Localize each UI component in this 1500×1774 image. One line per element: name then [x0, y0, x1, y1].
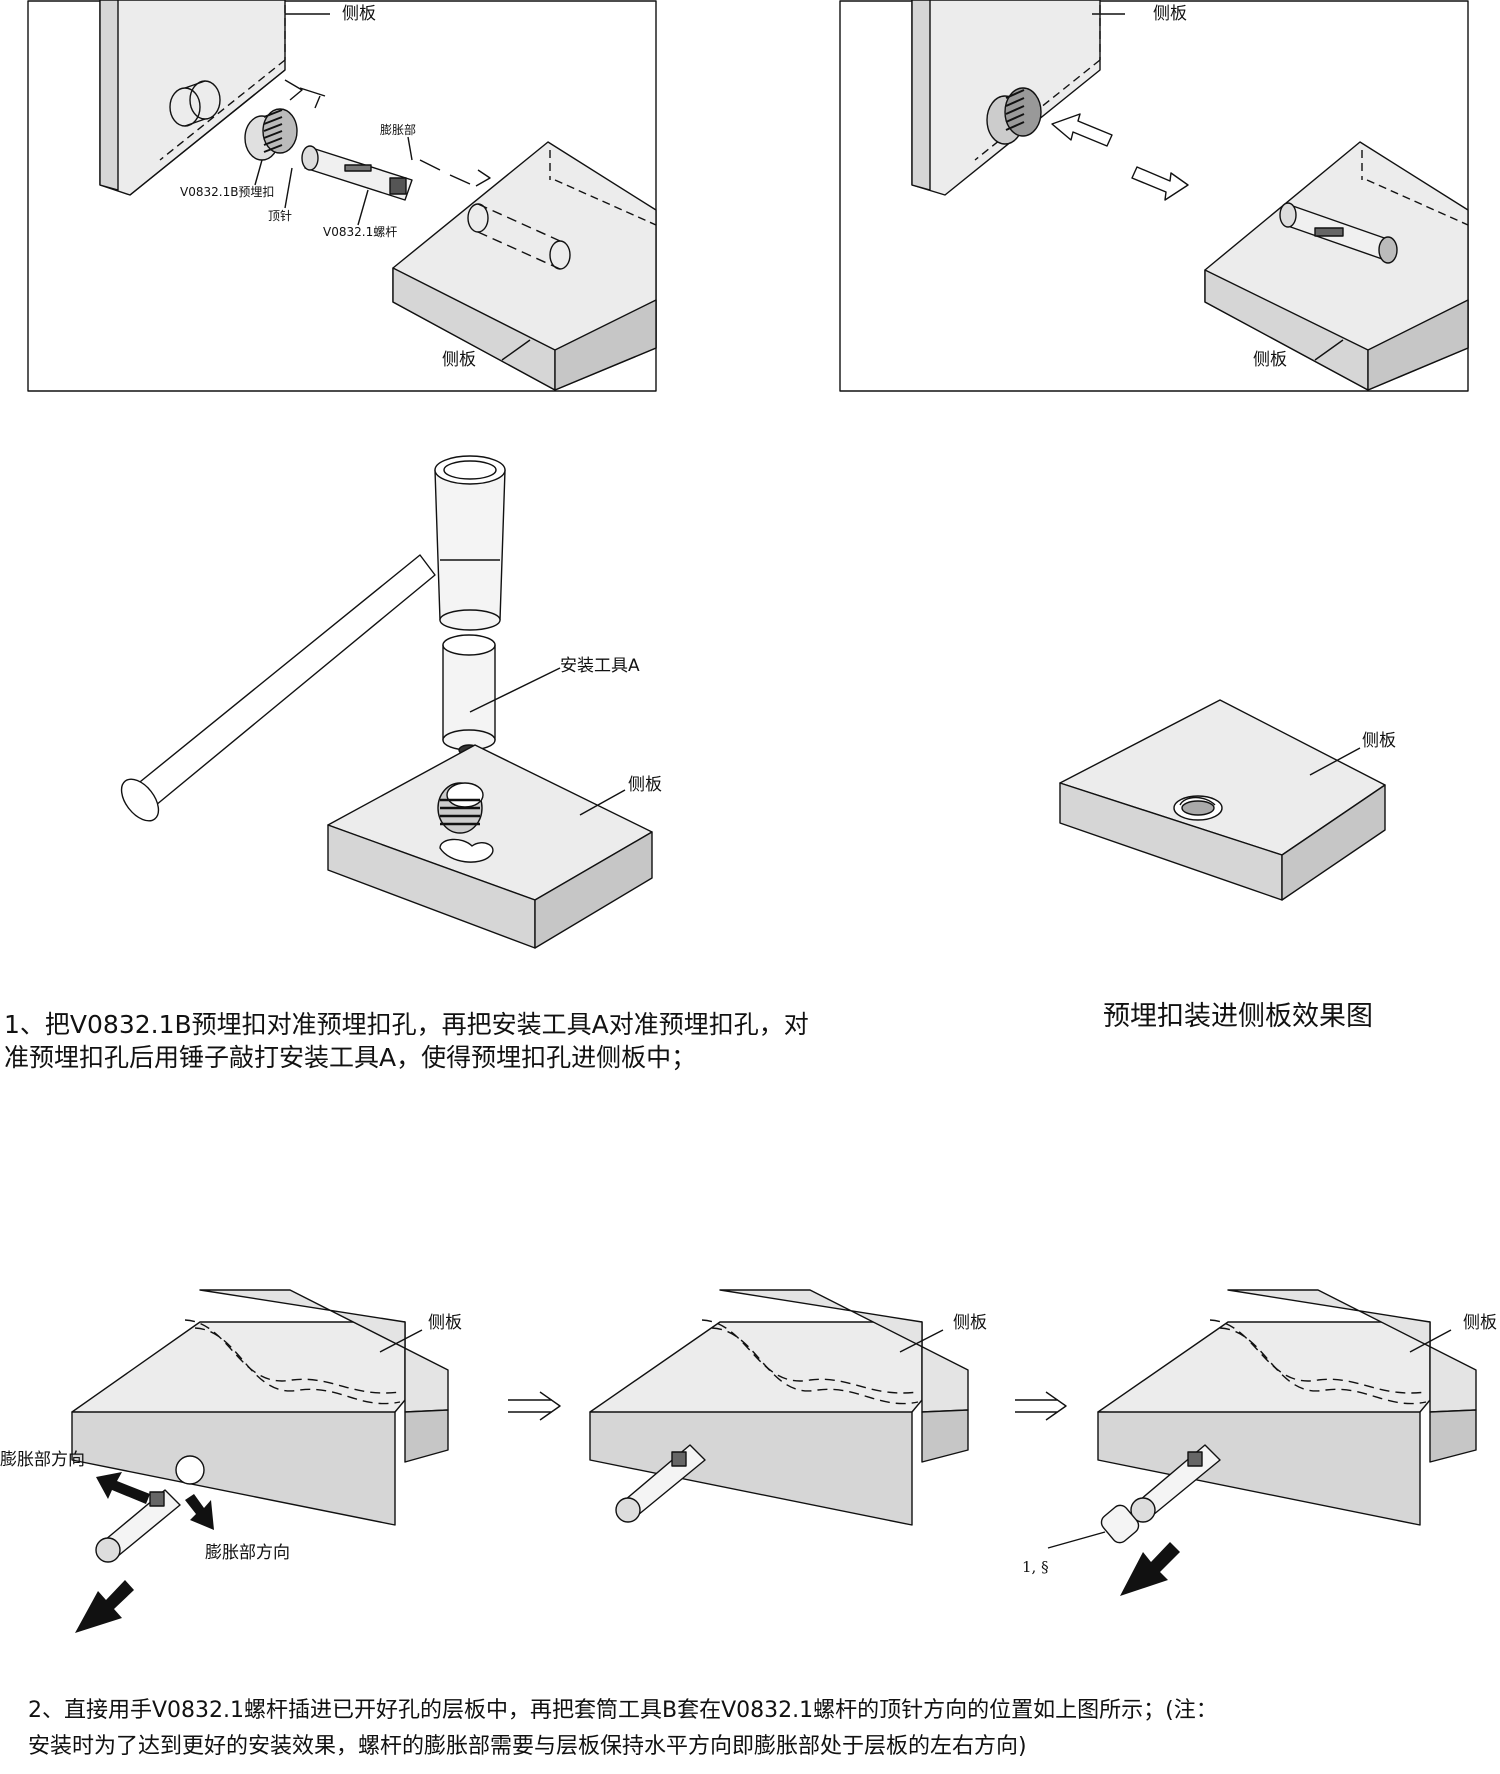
result-title: 预埋扣装进侧板效果图 [1103, 1001, 1373, 1032]
sleeve-tool-b [1047, 1504, 1140, 1549]
label-side-panel-p1-top: 侧板 [342, 4, 376, 24]
screw-rod-illustration-1 [301, 145, 413, 201]
leaders-panel-1 [254, 13, 531, 361]
process-arrow-1 [508, 1391, 561, 1421]
label-side-panel-result: 侧板 [1362, 731, 1396, 751]
step2-line1: 2、直接用手V0832.1螺杆插进已开好孔的层板中，再把套筒工具B套在V0832… [28, 1698, 1218, 1723]
label-screw-rod-p1: V0832.1螺杆 [323, 225, 398, 239]
vertical-side-board-1 [99, 0, 286, 196]
horizontal-shelf-board-2 [1204, 141, 1469, 391]
step2-caption: 2、直接用手V0832.1螺杆插进已开好孔的层板中，再把套筒工具B套在V0832… [28, 1693, 1488, 1765]
screw-rod-b2 [615, 1444, 706, 1523]
result-board [1059, 699, 1386, 901]
shelf-board-b2 [589, 1289, 969, 1526]
label-side-panel-b1: 侧板 [428, 1313, 462, 1333]
label-side-panel-hammer: 侧板 [628, 775, 662, 795]
arrows-panel-2 [1051, 113, 1189, 201]
hammer [120, 455, 506, 822]
shelf-board-b1 [71, 1289, 449, 1526]
label-embed-nut-p1: V0832.1B预埋扣 [180, 185, 275, 199]
vertical-side-board-2 [911, 0, 1101, 196]
leaders-hammer-scene [469, 667, 626, 816]
install-tool-a-illustration [442, 634, 496, 756]
step2-line2: 安装时为了达到更好的安装效果，螺杆的膨胀部需要与层板保持水平方向即膨胀部处于层板… [28, 1734, 1027, 1759]
label-sleeve-tool-mark: 1, § [1022, 1558, 1049, 1576]
label-expansion-direction-right: 膨胀部方向 [205, 1543, 290, 1563]
label-expansion-part-p1: 膨胀部 [380, 123, 417, 137]
step1-line2: 准预埋扣孔后用锤子敲打安装工具A，使得预埋扣孔进侧板中； [4, 1043, 697, 1072]
label-install-tool-a: 安装工具A [560, 656, 640, 676]
leaders-panel-2 [1092, 13, 1344, 361]
label-side-panel-b3: 侧板 [1463, 1313, 1497, 1333]
label-side-panel-p2-top: 侧板 [1153, 4, 1187, 24]
label-side-panel-b2: 侧板 [953, 1313, 987, 1333]
shelf-board-b3 [1097, 1289, 1477, 1526]
step1-caption: 1、把V0832.1B预埋扣对准预埋扣孔，再把安装工具A对准预埋扣孔，对 准预埋… [4, 1008, 954, 1074]
arrows-panel-1 [284, 79, 491, 187]
direction-arrows-b1 [75, 1472, 214, 1633]
screw-rod-b1 [95, 1489, 181, 1563]
label-side-panel-p2-bottom: 侧板 [1253, 350, 1287, 370]
horizontal-shelf-board-1 [392, 141, 657, 391]
process-arrow-2 [1015, 1391, 1067, 1421]
label-expansion-direction-left: 膨胀部方向 [0, 1450, 85, 1470]
side-board-3 [327, 744, 653, 949]
label-pin-p1: 顶针 [268, 209, 293, 223]
push-arrow-b3 [1120, 1542, 1180, 1596]
step1-line1: 1、把V0832.1B预埋扣对准预埋扣孔，再把安装工具A对准预埋扣孔，对 [4, 1010, 809, 1039]
embed-nut-illustration-1 [244, 108, 298, 161]
screw-rod-b3 [1130, 1444, 1221, 1523]
label-side-panel-p1-bottom: 侧板 [442, 350, 476, 370]
